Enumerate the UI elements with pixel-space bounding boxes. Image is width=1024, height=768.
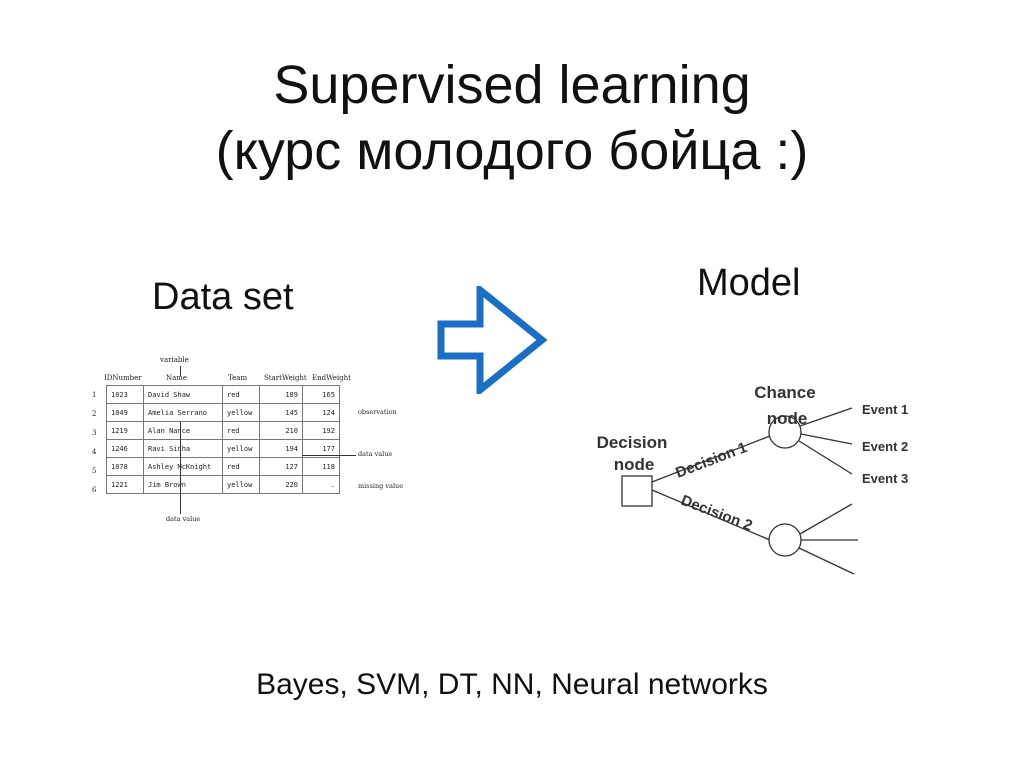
data-value-bottom-annotation: data value	[166, 515, 201, 523]
title-line-1: Supervised learning	[273, 55, 751, 115]
branch-label-decision-2: Decision 2	[679, 492, 755, 535]
slide-title: Supervised learning (курс молодого бойца…	[0, 52, 1024, 184]
table-cell: yellow	[222, 475, 260, 494]
table-cell: 124	[302, 403, 340, 422]
algorithms-list: Bayes, SVM, DT, NN, Neural networks	[256, 668, 768, 701]
table-cell: 1023	[106, 385, 144, 404]
table-cell: Jim Brown	[143, 475, 223, 494]
table-cell: 192	[302, 421, 340, 440]
table-cell: 1049	[106, 403, 144, 422]
header-startweight: StartWeight	[264, 374, 307, 382]
data-value-annotation: data value	[358, 450, 393, 458]
decision-node-label-line-1: Decision	[597, 433, 668, 452]
table-cell: red	[222, 421, 260, 440]
event-label-1: Event 1	[862, 402, 908, 417]
table-cell: 189	[259, 385, 303, 404]
header-idnumber: IDNumber	[104, 374, 142, 382]
event-label-3: Event 3	[862, 471, 908, 486]
event-line-2	[800, 433, 853, 445]
row-number: 6	[92, 486, 97, 494]
dataset-label: Data set	[152, 276, 294, 318]
table-cell: Alan Nance	[143, 421, 223, 440]
variable-annotation: variable	[160, 356, 189, 364]
header-endweight: EndWeight	[312, 374, 351, 382]
chance-node-circle-2	[768, 523, 802, 557]
chance-node-label-line-2: node	[767, 409, 808, 428]
row-number: 3	[92, 429, 97, 437]
variable-pointer	[180, 366, 181, 376]
table-cell: 145	[259, 403, 303, 422]
row-number: 2	[92, 410, 97, 418]
table-cell: 1221	[106, 475, 144, 494]
event-line-6	[798, 547, 855, 575]
model-label: Model	[697, 262, 801, 304]
table-cell: Ashley McKnight	[143, 457, 223, 476]
event-line-3	[798, 440, 853, 475]
data-value-bottom-pointer	[180, 422, 181, 514]
table-cell: 210	[259, 421, 303, 440]
table-cell: Ravi Sinha	[143, 439, 223, 458]
table-cell: yellow	[222, 439, 260, 458]
event-line-4	[799, 503, 853, 535]
event-line-1	[799, 407, 853, 427]
row-number: 4	[92, 448, 97, 456]
header-team: Team	[228, 374, 248, 382]
chance-node-circle-1	[768, 415, 802, 449]
row-number: 5	[92, 467, 97, 475]
decision-node-label-line-2: node	[614, 455, 655, 474]
right-arrow-icon	[437, 286, 548, 394]
row-number: 1	[92, 391, 97, 399]
branch-line-decision-2	[651, 489, 771, 541]
missing-value-annotation: missing value	[358, 482, 404, 490]
table-cell: 127	[259, 457, 303, 476]
table-cell: 118	[302, 457, 340, 476]
table-cell: 1246	[106, 439, 144, 458]
branch-line-decision-1	[651, 435, 771, 483]
table-cell: 1219	[106, 421, 144, 440]
table-cell: yellow	[222, 403, 260, 422]
branch-label-decision-1: Decision 1	[673, 439, 749, 482]
table-cell: red	[222, 385, 260, 404]
event-label-2: Event 2	[862, 439, 908, 454]
table-cell: red	[222, 457, 260, 476]
table-cell: 1078	[106, 457, 144, 476]
data-value-pointer	[302, 455, 356, 456]
title-line-2: (курс молодого бойца :)	[215, 121, 809, 181]
table-cell: David Shaw	[143, 385, 223, 404]
observation-annotation: observation	[358, 408, 397, 416]
header-name: Name	[166, 374, 188, 382]
dataset-table-figure: variable IDNumber Name Team StartWeight …	[80, 352, 410, 532]
table-cell: Amelia Serrano	[143, 403, 223, 422]
chance-node-label-line-1: Chance	[754, 383, 815, 402]
table-cell: .	[302, 475, 340, 494]
table-cell: 220	[259, 475, 303, 494]
table-cell: 194	[259, 439, 303, 458]
decision-node-square	[621, 475, 653, 507]
decision-tree-diagram: Decision node Chance node Decision 1 Dec…	[597, 383, 908, 575]
table-cell: 165	[302, 385, 340, 404]
